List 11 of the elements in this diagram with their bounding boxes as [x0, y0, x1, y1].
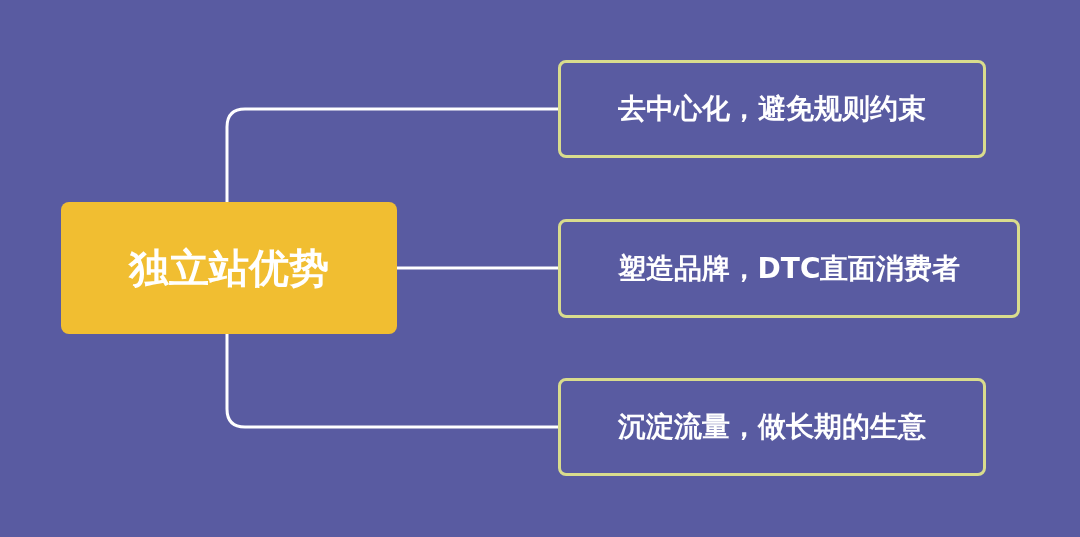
node-label: 塑造品牌，DTC直面消费者	[617, 250, 961, 287]
node-label: 沉淀流量，做长期的生意	[618, 409, 926, 445]
topic-box	[61, 202, 397, 334]
item-box	[558, 60, 986, 158]
item-box	[558, 219, 1020, 318]
node-label: 独立站优势	[129, 243, 329, 293]
item-box	[558, 378, 986, 476]
connector-line	[397, 266, 558, 270]
connector-line	[225, 107, 558, 202]
connector-line	[225, 334, 558, 429]
node-label: 去中心化，避免规则约束	[618, 91, 926, 127]
